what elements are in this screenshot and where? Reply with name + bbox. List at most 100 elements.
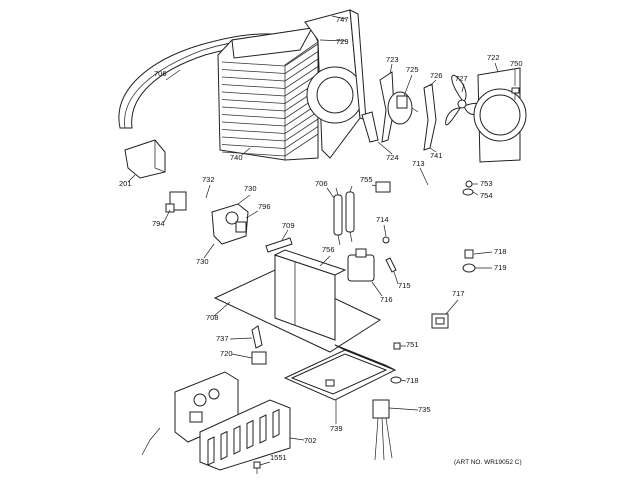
callout-label-756: 756 xyxy=(322,245,335,254)
leader-line-718 xyxy=(400,379,407,382)
washer-753 xyxy=(462,180,474,196)
callout-label-706: 706 xyxy=(154,69,167,78)
part-714 xyxy=(382,236,397,273)
leader-line-708 xyxy=(213,301,231,317)
callout-label-753: 753 xyxy=(480,179,493,188)
callout-label-750: 750 xyxy=(510,59,523,68)
base-pan-708 xyxy=(213,249,382,353)
callout-label-722: 722 xyxy=(487,53,500,62)
callout-label-730: 730 xyxy=(244,184,257,193)
leader-line-723 xyxy=(389,63,393,75)
art-number: (ART NO. WR19052 C) xyxy=(454,459,522,466)
leader-line-730 xyxy=(237,194,251,205)
leader-line-716 xyxy=(371,281,383,297)
leader-line-794 xyxy=(163,209,171,223)
callout-label-706: 706 xyxy=(315,179,328,188)
control-box-735 xyxy=(372,399,393,461)
callout-label-702: 702 xyxy=(304,436,317,445)
leader-line-737 xyxy=(229,337,253,340)
part-755 xyxy=(375,181,391,193)
callout-label-1551: 1551 xyxy=(270,453,287,462)
vent-slot xyxy=(246,419,254,450)
vent-slot xyxy=(233,425,241,455)
callout-label-201: 201 xyxy=(119,179,132,188)
vent-slot xyxy=(220,430,228,461)
leader-line-726 xyxy=(429,79,437,87)
callout-label-751: 751 xyxy=(406,340,419,349)
callout-label-727: 727 xyxy=(455,74,468,83)
callout-label-740: 740 xyxy=(230,153,243,162)
fan-motor-725 xyxy=(387,91,419,125)
bracket-726 xyxy=(423,83,437,151)
callout-label-708: 708 xyxy=(206,313,219,322)
callout-label-720: 720 xyxy=(220,349,233,358)
leader-line-702 xyxy=(289,437,305,441)
callout-label-718: 718 xyxy=(406,376,419,385)
leader-line-735 xyxy=(388,407,419,411)
callout-label-732: 732 xyxy=(202,175,215,184)
drain-tray-739 xyxy=(283,344,397,401)
callout-label-717: 717 xyxy=(452,289,465,298)
shroud-747 xyxy=(304,9,367,159)
screw-1551 xyxy=(253,461,261,474)
callout-label-755: 755 xyxy=(360,175,373,184)
callout-label-724: 724 xyxy=(386,153,399,162)
leader-line-796 xyxy=(245,210,259,219)
callout-label-741: 741 xyxy=(430,151,443,160)
condenser-coil-740 xyxy=(217,27,319,161)
leader-line-713 xyxy=(419,167,429,186)
callout-label-735: 735 xyxy=(418,405,431,414)
leader-line-756 xyxy=(319,255,331,267)
leader-line-747 xyxy=(331,15,347,20)
leader-line-755 xyxy=(371,184,377,187)
callout-label-709: 709 xyxy=(282,221,295,230)
vent-slot xyxy=(259,414,267,444)
leader-line-717 xyxy=(445,299,459,315)
cover-702 xyxy=(199,399,291,471)
leader-line-715 xyxy=(393,271,399,285)
callout-label-714: 714 xyxy=(376,215,389,224)
vent-slot xyxy=(272,408,280,439)
wire-lead xyxy=(141,427,161,456)
mount-bracket-723 xyxy=(361,71,395,143)
callout-label-716: 716 xyxy=(380,295,393,304)
leader-line-714 xyxy=(383,224,387,237)
callout-label-726: 726 xyxy=(430,71,443,80)
callout-label-796: 796 xyxy=(258,202,271,211)
bracket-737 xyxy=(251,325,263,349)
callout-label-723: 723 xyxy=(386,55,399,64)
orifice-panel-722 xyxy=(473,67,527,163)
leader-line-706 xyxy=(165,69,181,81)
leader-line-754 xyxy=(472,191,479,196)
leader-line-729 xyxy=(319,39,347,42)
callout-label-739: 739 xyxy=(330,424,343,433)
leader-line-724 xyxy=(377,141,393,155)
grommet-718b xyxy=(390,376,402,384)
callout-label-754: 754 xyxy=(480,191,493,200)
screw-751 xyxy=(393,342,401,350)
switch-717 xyxy=(431,313,449,329)
leader-line-720 xyxy=(231,353,253,359)
callout-label-794: 794 xyxy=(152,219,165,228)
leader-line-732 xyxy=(205,184,211,199)
thermostat-709 xyxy=(265,237,293,253)
callout-label-713: 713 xyxy=(412,159,425,168)
capacitor-794 xyxy=(165,191,187,213)
callout-label-725: 725 xyxy=(406,65,419,74)
screw-750 xyxy=(511,87,520,100)
leader-line-727 xyxy=(461,83,465,93)
part-720 xyxy=(251,351,267,365)
valve-assembly-706 xyxy=(333,185,355,246)
callout-label-729: 729 xyxy=(336,37,349,46)
relay-716 xyxy=(347,248,375,282)
leader-line-718 xyxy=(473,251,493,255)
control-assembly-730 xyxy=(211,203,249,245)
leader-line-741 xyxy=(429,147,437,153)
callout-label-719: 719 xyxy=(494,263,507,272)
callout-label-747: 747 xyxy=(336,15,349,24)
callout-label-718: 718 xyxy=(494,247,507,256)
cover-201 xyxy=(124,139,166,179)
grommet-718 xyxy=(462,249,476,273)
leader-line-730 xyxy=(203,243,215,259)
